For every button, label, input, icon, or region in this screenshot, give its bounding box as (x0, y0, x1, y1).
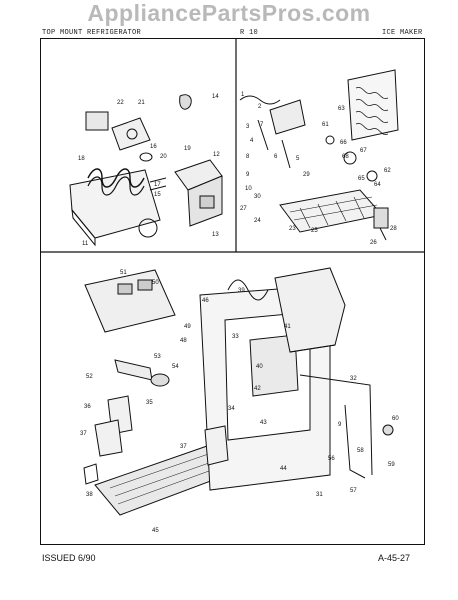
callout-10: 10 (245, 186, 252, 192)
callout-29: 29 (303, 172, 310, 178)
callout-63: 63 (338, 106, 345, 112)
callout-28: 28 (390, 226, 397, 232)
callout-22: 22 (117, 100, 124, 106)
callout-36: 36 (84, 404, 91, 410)
callout-68: 68 (342, 154, 349, 160)
callout-50: 50 (152, 280, 159, 286)
callout-30: 30 (254, 194, 261, 200)
callout-60: 60 (392, 416, 399, 422)
callout-13: 13 (212, 232, 219, 238)
callout-51: 51 (120, 270, 127, 276)
callout-40: 40 (256, 364, 263, 370)
callout-57: 57 (350, 488, 357, 494)
callout-11: 11 (82, 241, 89, 247)
callout-46: 46 (202, 298, 209, 304)
callout-23: 23 (289, 226, 296, 232)
callout-67: 67 (360, 148, 367, 154)
header-title-right: ICE MAKER (382, 29, 423, 37)
callout-19: 19 (184, 146, 191, 152)
callout-33: 33 (232, 334, 239, 340)
callout-45: 45 (152, 528, 159, 534)
callout-6: 6 (274, 154, 278, 160)
callout-37: 37 (80, 431, 87, 437)
callout-49: 49 (184, 324, 191, 330)
header-title-center: R 10 (240, 29, 259, 37)
callout-16: 16 (150, 144, 157, 150)
callout-9: 9 (246, 172, 250, 178)
callout-15: 15 (154, 192, 161, 198)
callout-26: 26 (370, 240, 377, 246)
callout-44: 44 (280, 466, 287, 472)
callout-48: 48 (180, 338, 187, 344)
watermark: AppliancePartsPros.com (87, 0, 371, 26)
callout-65: 65 (358, 176, 365, 182)
callout-24: 24 (254, 218, 261, 224)
callout-9b: 9 (338, 422, 342, 428)
callout-2: 2 (258, 104, 262, 110)
callout-7: 7 (260, 122, 264, 128)
callout-39: 39 (238, 288, 245, 294)
callout-58: 58 (357, 448, 364, 454)
callout-61: 61 (322, 122, 329, 128)
callout-4: 4 (250, 138, 254, 144)
callout-43: 43 (260, 420, 267, 426)
footer-issued: ISSUED 6/90 (42, 553, 96, 563)
callout-8: 8 (246, 154, 250, 160)
callout-27: 27 (240, 206, 247, 212)
dispenser-assembly-group (83, 267, 394, 516)
callout-20: 20 (160, 154, 167, 160)
callout-66: 66 (340, 140, 347, 146)
callout-14: 14 (212, 94, 219, 100)
callout-38: 38 (86, 492, 93, 498)
callout-56: 56 (328, 456, 335, 462)
callout-41: 41 (284, 324, 291, 330)
callout-5: 5 (296, 156, 300, 162)
callout-18: 18 (78, 156, 85, 162)
callout-25: 25 (311, 228, 318, 234)
diagram-frame (40, 38, 425, 545)
header-title-left: TOP MOUNT REFRIGERATOR (42, 29, 142, 37)
ice-maker-module-group (69, 94, 223, 247)
callout-1: 1 (241, 92, 245, 98)
callout-35: 35 (146, 400, 153, 406)
callout-54: 54 (172, 364, 179, 370)
callout-3: 3 (246, 124, 250, 130)
footer-page-number: A-45-27 (378, 553, 411, 563)
callout-62: 62 (384, 168, 391, 174)
callout-42: 42 (254, 386, 261, 392)
callout-32: 32 (350, 376, 357, 382)
callout-59: 59 (388, 462, 395, 468)
callout-34: 34 (228, 406, 235, 412)
callout-21: 21 (138, 100, 145, 106)
callout-17: 17 (154, 182, 161, 188)
callout-64: 64 (374, 182, 381, 188)
callout-12: 12 (213, 152, 220, 158)
callout-labels: 14 22 21 16 20 19 12 18 17 15 11 13 1 2 … (78, 92, 399, 534)
ice-maker-assembly-group (239, 69, 399, 241)
callout-37b: 37 (180, 444, 187, 450)
callout-31: 31 (316, 492, 323, 498)
callout-53: 53 (154, 354, 161, 360)
callout-52: 52 (86, 374, 93, 380)
